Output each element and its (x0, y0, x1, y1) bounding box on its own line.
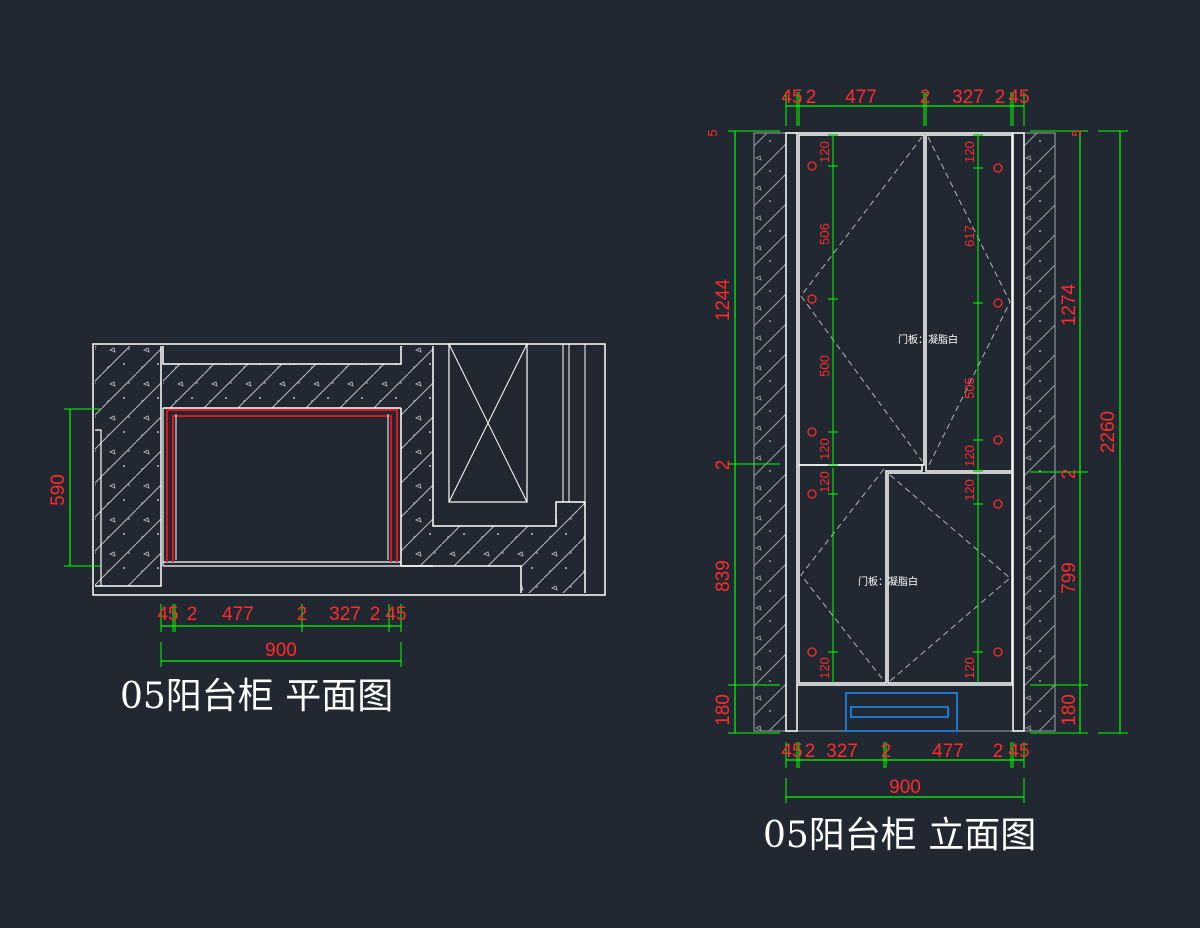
plan-right-wall (401, 346, 433, 566)
svg-text:180: 180 (713, 694, 734, 726)
plan-cabinet (166, 409, 398, 562)
svg-text:120: 120 (817, 141, 832, 163)
svg-text:477: 477 (932, 741, 964, 762)
svg-text:45: 45 (1008, 87, 1029, 108)
plan-dim-6: 45 (385, 604, 406, 625)
plan-dim-1: 2 (187, 604, 198, 625)
plan-dim-3: 2 (297, 604, 308, 625)
elev-right-wall (1024, 133, 1055, 731)
svg-text:1274: 1274 (1059, 283, 1080, 326)
elev-total-dimension: 900 (785, 777, 1025, 803)
svg-text:2: 2 (713, 460, 734, 471)
plan-top-wall (163, 364, 401, 408)
svg-text:120: 120 (817, 657, 832, 679)
plan-total-dimension: 900 (160, 640, 402, 667)
elev-top-dims: 45 2 477 2 327 2 45 (781, 87, 1030, 126)
plan-bottom-right-wall (433, 502, 585, 593)
elev-drawer (845, 692, 958, 732)
svg-text:120: 120 (962, 445, 977, 467)
svg-text:505: 505 (962, 377, 977, 399)
elev-right-inner-dims: 120 617 505 120 120 120 (962, 134, 983, 683)
svg-text:506: 506 (817, 223, 832, 245)
svg-text:617: 617 (962, 225, 977, 247)
svg-text:120: 120 (962, 479, 977, 501)
plan-total-label: 900 (265, 640, 297, 661)
svg-text:2: 2 (1059, 469, 1080, 480)
plan-window-box (448, 343, 528, 503)
plan-view: 590 45 2 477 2 327 2 45 900 05阳台柜 平面图 (48, 343, 606, 717)
svg-text:2: 2 (806, 87, 817, 108)
svg-text:839: 839 (713, 560, 734, 592)
svg-text:327: 327 (952, 87, 984, 108)
elev-left-wall (754, 133, 786, 731)
plan-dim-2: 477 (222, 604, 254, 625)
elev-hinges (807, 161, 1003, 657)
plan-frame (92, 343, 606, 596)
elev-lower-note: 门板：凝脂白 (858, 575, 918, 588)
svg-text:120: 120 (817, 471, 832, 493)
svg-text:120: 120 (962, 141, 977, 163)
svg-text:45: 45 (781, 741, 802, 762)
svg-text:1244: 1244 (713, 278, 734, 321)
plan-dim-5: 2 (370, 604, 381, 625)
elev-left-inner-dims: 120 506 500 120 120 120 (817, 134, 838, 683)
svg-text:120: 120 (817, 438, 832, 460)
svg-text:799: 799 (1059, 562, 1080, 594)
elev-right-dims: 1274 2 799 180 5 (1030, 129, 1088, 734)
plan-chain-dimension: 45 2 477 2 327 2 45 (157, 604, 407, 632)
svg-text:2260: 2260 (1098, 411, 1119, 453)
svg-text:180: 180 (1059, 694, 1080, 726)
svg-text:5: 5 (1069, 129, 1084, 136)
svg-text:2: 2 (993, 741, 1004, 762)
plan-depth-label: 590 (48, 474, 69, 506)
svg-text:2: 2 (805, 741, 816, 762)
plan-depth-dimension: 590 (48, 408, 100, 567)
elev-lower-doors: 门板：凝脂白 (798, 464, 1013, 684)
svg-text:45: 45 (1008, 741, 1029, 762)
elev-upper-note: 门板：凝脂白 (898, 333, 958, 346)
svg-text:500: 500 (817, 355, 832, 377)
plan-dim-0: 45 (157, 604, 178, 625)
elev-overall-height: 2260 (1098, 130, 1128, 734)
plan-dim-4: 327 (329, 604, 361, 625)
svg-text:477: 477 (845, 87, 877, 108)
svg-text:327: 327 (826, 741, 858, 762)
svg-text:120: 120 (962, 657, 977, 679)
svg-text:2: 2 (920, 87, 931, 108)
elev-left-dims: 1244 2 839 180 5 (705, 129, 780, 734)
elev-title: 05阳台柜 立面图 (763, 815, 1036, 856)
plan-title: 05阳台柜 平面图 (120, 676, 393, 717)
svg-text:2: 2 (881, 741, 892, 762)
svg-text:5: 5 (705, 129, 720, 136)
svg-text:2: 2 (995, 87, 1006, 108)
elev-bottom-dims: 45 2 327 2 477 2 45 (781, 741, 1030, 768)
svg-text:45: 45 (781, 87, 802, 108)
elevation-view: 门板：凝脂白 门板：凝脂白 (705, 87, 1128, 856)
svg-text:900: 900 (889, 777, 921, 798)
plan-left-wall (95, 346, 161, 586)
